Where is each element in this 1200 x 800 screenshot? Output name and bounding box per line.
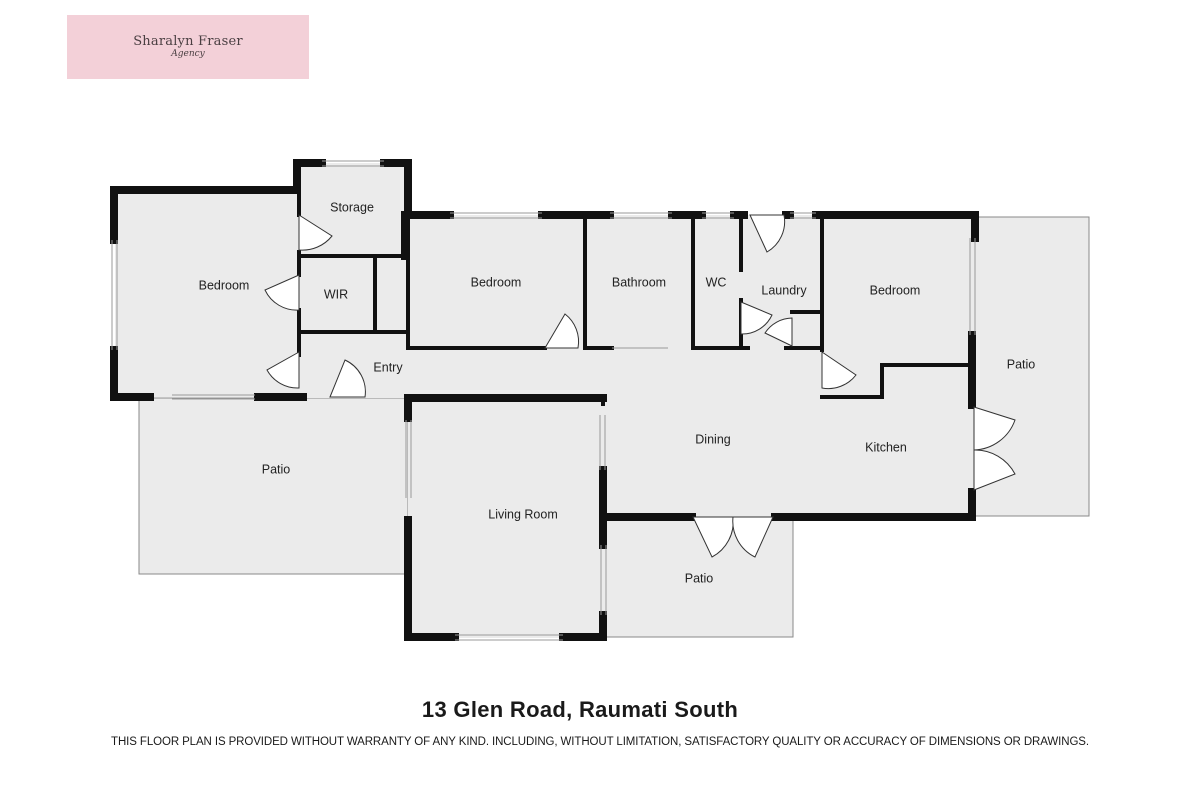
wall-storage-north-right (380, 159, 412, 219)
door-laundry-external (749, 214, 786, 253)
window-bedroom-1 (111, 240, 118, 350)
door-wc (740, 301, 773, 335)
property-address: 13 Glen Road, Raumati South (421, 697, 739, 722)
window-laundry (790, 212, 816, 219)
label-bathroom: Bathroom (612, 275, 666, 289)
label-kitchen: Kitchen (865, 440, 907, 454)
label-bedroom-3: Bedroom (870, 283, 921, 297)
label-wc: WC (706, 275, 727, 289)
door-front-entry (329, 359, 366, 398)
label-storage: Storage (330, 200, 374, 214)
window-storage (322, 160, 384, 167)
window-wc (702, 212, 734, 219)
floor-living-room (408, 395, 604, 638)
agency-subtitle: Agency (171, 49, 205, 59)
window-bedroom-3 (969, 238, 976, 335)
label-bedroom-2: Bedroom (471, 275, 522, 289)
slider-bedroom-1-patio (172, 394, 255, 400)
door-storage (298, 214, 333, 251)
disclaimer-text: THIS FLOOR PLAN IS PROVIDED WITHOUT WARR… (111, 736, 1089, 748)
door-dining-patio-2 (732, 516, 774, 558)
label-patio-west: Patio (262, 462, 291, 476)
label-bedroom-1: Bedroom (199, 278, 250, 292)
door-bedroom-1 (266, 351, 300, 389)
window-living-south (455, 634, 563, 641)
wall-living-south (559, 611, 607, 641)
door-laundry (764, 317, 793, 347)
label-laundry: Laundry (761, 283, 807, 297)
agency-logo: Sharalyn Fraser Agency (67, 15, 309, 79)
wall-bedroom-1-west-bottom (110, 346, 154, 401)
door-bedroom-2 (544, 313, 580, 349)
label-living-room: Living Room (488, 507, 557, 521)
wall-living-south-west (404, 516, 459, 641)
label-wir: WIR (324, 287, 348, 301)
window-bathroom (610, 212, 672, 219)
door-bedroom-3 (821, 351, 857, 390)
wall-north-6 (812, 211, 979, 242)
window-bedroom-2 (450, 212, 542, 219)
label-patio-south: Patio (685, 571, 714, 585)
slider-living-west (405, 420, 412, 498)
patio-west-area (138, 397, 409, 575)
slider-dining-west (599, 415, 606, 470)
wall-bathroom-east (691, 213, 750, 350)
label-patio-east: Patio (1007, 357, 1036, 371)
door-kitchen-patio-2 (973, 449, 1016, 491)
label-entry: Entry (373, 360, 403, 374)
label-dining: Dining (695, 432, 730, 446)
door-wir (264, 274, 300, 311)
wall-kitchen-step (820, 363, 884, 399)
wall-bedroom2-east (583, 213, 614, 350)
agency-name: Sharalyn Fraser (133, 34, 243, 49)
window-living-east (600, 545, 607, 615)
